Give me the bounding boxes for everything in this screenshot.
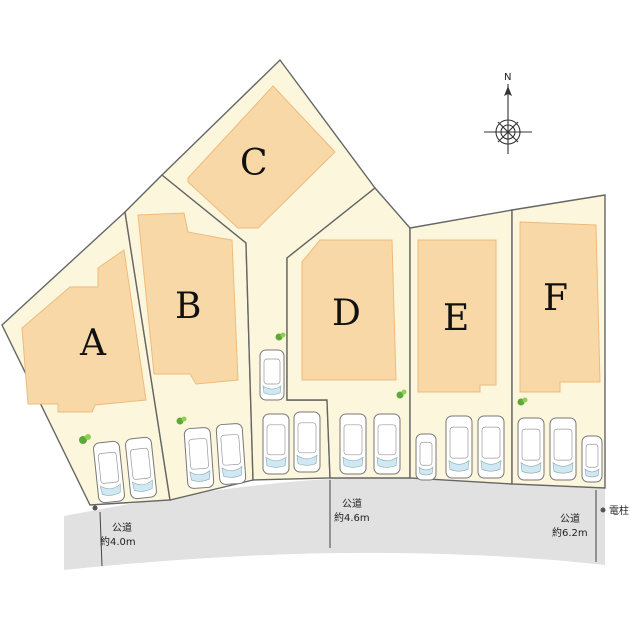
house-a xyxy=(21,249,147,413)
lot-c-label: C xyxy=(240,143,268,184)
parked-car-icon xyxy=(262,413,290,475)
parked-car-icon xyxy=(93,440,125,504)
parked-car-icon xyxy=(549,417,577,481)
compass-icon: N xyxy=(484,72,532,154)
lot-a-label: A xyxy=(79,323,107,364)
parked-car-icon xyxy=(125,436,157,500)
house-c xyxy=(187,85,336,229)
north-label: N xyxy=(504,72,511,83)
road-east-line2: 約6.2m xyxy=(552,526,588,539)
parked-car-icon xyxy=(339,413,367,475)
road-center-line1: 公道 xyxy=(342,497,362,510)
tree-icon xyxy=(517,397,528,406)
parked-car-icon xyxy=(581,435,603,483)
tree-icon xyxy=(396,389,407,399)
road-west-line1: 公道 xyxy=(112,521,132,534)
tree-icon xyxy=(176,416,187,425)
road-center-line2: 約4.6m xyxy=(334,511,370,524)
parked-car-icon xyxy=(477,415,505,479)
parked-car-icon xyxy=(259,349,285,401)
parked-car-icon xyxy=(445,415,473,479)
parked-car-icon xyxy=(183,427,215,489)
house-b xyxy=(137,212,239,385)
utility-pole-icon xyxy=(600,507,606,513)
parked-car-icon xyxy=(215,423,247,485)
road-east-line1: 公道 xyxy=(560,512,580,525)
public-road xyxy=(64,476,605,570)
lot-d-label: D xyxy=(332,293,361,334)
lot-f-label: F xyxy=(543,278,568,319)
house-d xyxy=(301,239,397,381)
parked-car-icon xyxy=(415,433,437,481)
utility-pole-label: 電柱 xyxy=(609,504,629,517)
house-f xyxy=(519,221,601,393)
tree-icon xyxy=(275,332,286,341)
house-e xyxy=(417,239,497,393)
lot-e-label: E xyxy=(443,298,469,339)
lot-b-label: B xyxy=(175,286,201,327)
parked-car-icon xyxy=(517,417,545,481)
tree-icon xyxy=(79,434,91,444)
parked-car-icon xyxy=(293,411,321,473)
corner-marker-icon xyxy=(92,505,98,511)
parked-car-icon xyxy=(373,413,401,475)
road-west-line2: 約4.0m xyxy=(100,535,136,548)
